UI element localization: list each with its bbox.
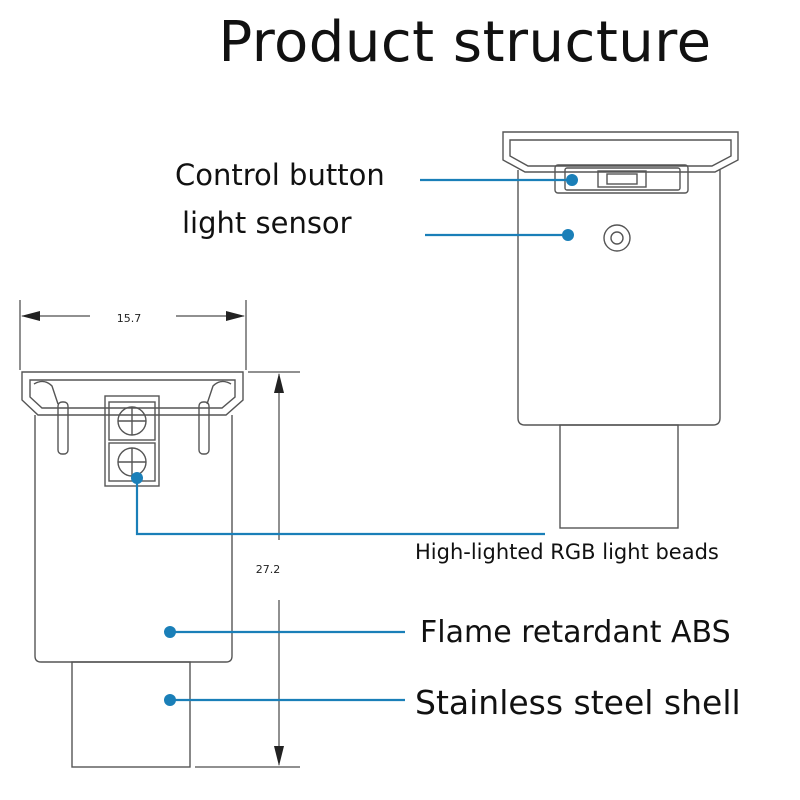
label-flame-retardant: Flame retardant ABS	[420, 615, 731, 650]
label-rgb-beads: High-lighted RGB light beads	[415, 540, 719, 564]
label-steel-shell: Stainless steel shell	[415, 683, 741, 722]
label-light-sensor: light sensor	[182, 206, 352, 240]
leader-rgb-beads	[135, 478, 545, 536]
width-dimension-label: 15.7	[117, 312, 142, 325]
height-dimension	[195, 371, 300, 768]
device-back-view	[502, 131, 739, 529]
page-title: Product structure	[218, 10, 712, 75]
leader-control-button	[420, 174, 578, 186]
leader-flame-retardant	[164, 626, 405, 638]
label-control-button: Control button	[175, 158, 385, 192]
leader-steel-shell	[164, 694, 405, 706]
leader-light-sensor	[425, 229, 574, 241]
width-dimension	[19, 300, 247, 370]
height-dimension-label: 27.2	[256, 563, 281, 576]
callout-leaders	[131, 174, 578, 706]
device-front-view	[21, 371, 244, 768]
leader-rgb-beads-dot	[131, 472, 143, 484]
